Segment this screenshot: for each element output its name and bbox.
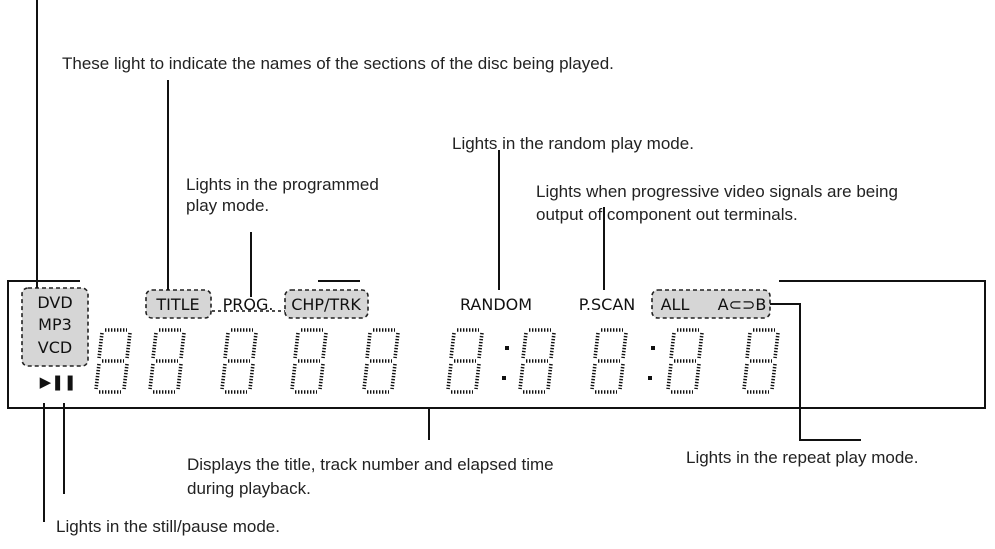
title-highlight (145, 289, 212, 319)
digit-3-segment (248, 363, 255, 390)
caption-programmed-line2: play mode. (186, 196, 269, 215)
digit-8-segment (618, 363, 625, 390)
digit-4-segment (293, 332, 300, 359)
digit-10-segment (770, 363, 777, 390)
indicator-random: RANDOM (460, 295, 532, 314)
caption-display-line2: during playback. (187, 479, 311, 498)
digit-5-segment (390, 363, 397, 390)
digit-5-segment (365, 332, 372, 359)
digit-4-segment (290, 363, 297, 390)
indicator-chp-trk: CHP/TRK (291, 295, 361, 314)
digit-6-segment (477, 332, 484, 359)
digit-2-segment (148, 363, 155, 390)
digit-10-segment (745, 332, 752, 359)
indicator-pscan: P.SCAN (579, 295, 635, 314)
caption-progressive-line2: output of component out terminals. (536, 205, 798, 224)
caption-programmed-line1: Lights in the programmed (186, 175, 379, 194)
digit-8-segment (590, 363, 597, 390)
digit-3-segment (220, 363, 227, 390)
digit-7-segment (518, 363, 525, 390)
digit-7-segment (546, 363, 553, 390)
colon-dot (648, 376, 652, 380)
digit-3-segment (251, 332, 258, 359)
indicator-play-pause-icon: ▶❚❚ (40, 373, 77, 391)
indicator-all: ALL (661, 295, 690, 314)
colon-dot (651, 346, 655, 350)
digit-1-segment (94, 363, 101, 390)
colon-dot (505, 346, 509, 350)
digit-2-segment (176, 363, 183, 390)
colon-dot (502, 376, 506, 380)
indicator-ab-repeat: A⊂⊃B (718, 295, 767, 314)
display-frame-right (779, 280, 986, 409)
digit-9-segment (666, 363, 673, 390)
digit-7-segment (549, 332, 556, 359)
indicator-mp3: MP3 (38, 315, 72, 334)
indicator-prog: PROG. (223, 295, 274, 314)
seven-segment-digits (94, 328, 780, 394)
digit-9-segment (697, 332, 704, 359)
repeat-highlight (651, 289, 771, 319)
digit-5-segment (393, 332, 400, 359)
caption-display-line1: Displays the title, track number and ela… (187, 455, 554, 474)
indicator-vcd: VCD (38, 338, 72, 357)
digit-1-segment (125, 332, 132, 359)
caption-progressive-line1: Lights when progressive video signals ar… (536, 182, 898, 201)
caption-random: Lights in the random play mode. (452, 134, 694, 153)
digit-1-segment (97, 332, 104, 359)
digit-4-segment (321, 332, 328, 359)
digit-4-segment (318, 363, 325, 390)
caption-repeat: Lights in the repeat play mode. (686, 448, 918, 467)
digit-2-segment (179, 332, 186, 359)
digit-6-segment (446, 363, 453, 390)
digit-8-segment (621, 332, 628, 359)
leader-repeat (770, 303, 861, 441)
digit-6-segment (449, 332, 456, 359)
digit-10-segment (742, 363, 749, 390)
digit-8-segment (593, 332, 600, 359)
digit-2-segment (151, 332, 158, 359)
digit-10-segment (773, 332, 780, 359)
indicator-title: TITLE (155, 295, 199, 314)
digit-9-segment (694, 363, 701, 390)
digit-3-segment (223, 332, 230, 359)
digit-5-segment (362, 363, 369, 390)
indicator-dvd: DVD (37, 293, 72, 312)
digit-1-segment (122, 363, 129, 390)
digit-6-segment (474, 363, 481, 390)
caption-sections: These light to indicate the names of the… (62, 54, 614, 73)
disc-type-highlight (21, 287, 89, 367)
chp-trk-highlight (284, 289, 369, 319)
digit-9-segment (669, 332, 676, 359)
digit-7-segment (521, 332, 528, 359)
caption-still-pause: Lights in the still/pause mode. (56, 517, 280, 536)
